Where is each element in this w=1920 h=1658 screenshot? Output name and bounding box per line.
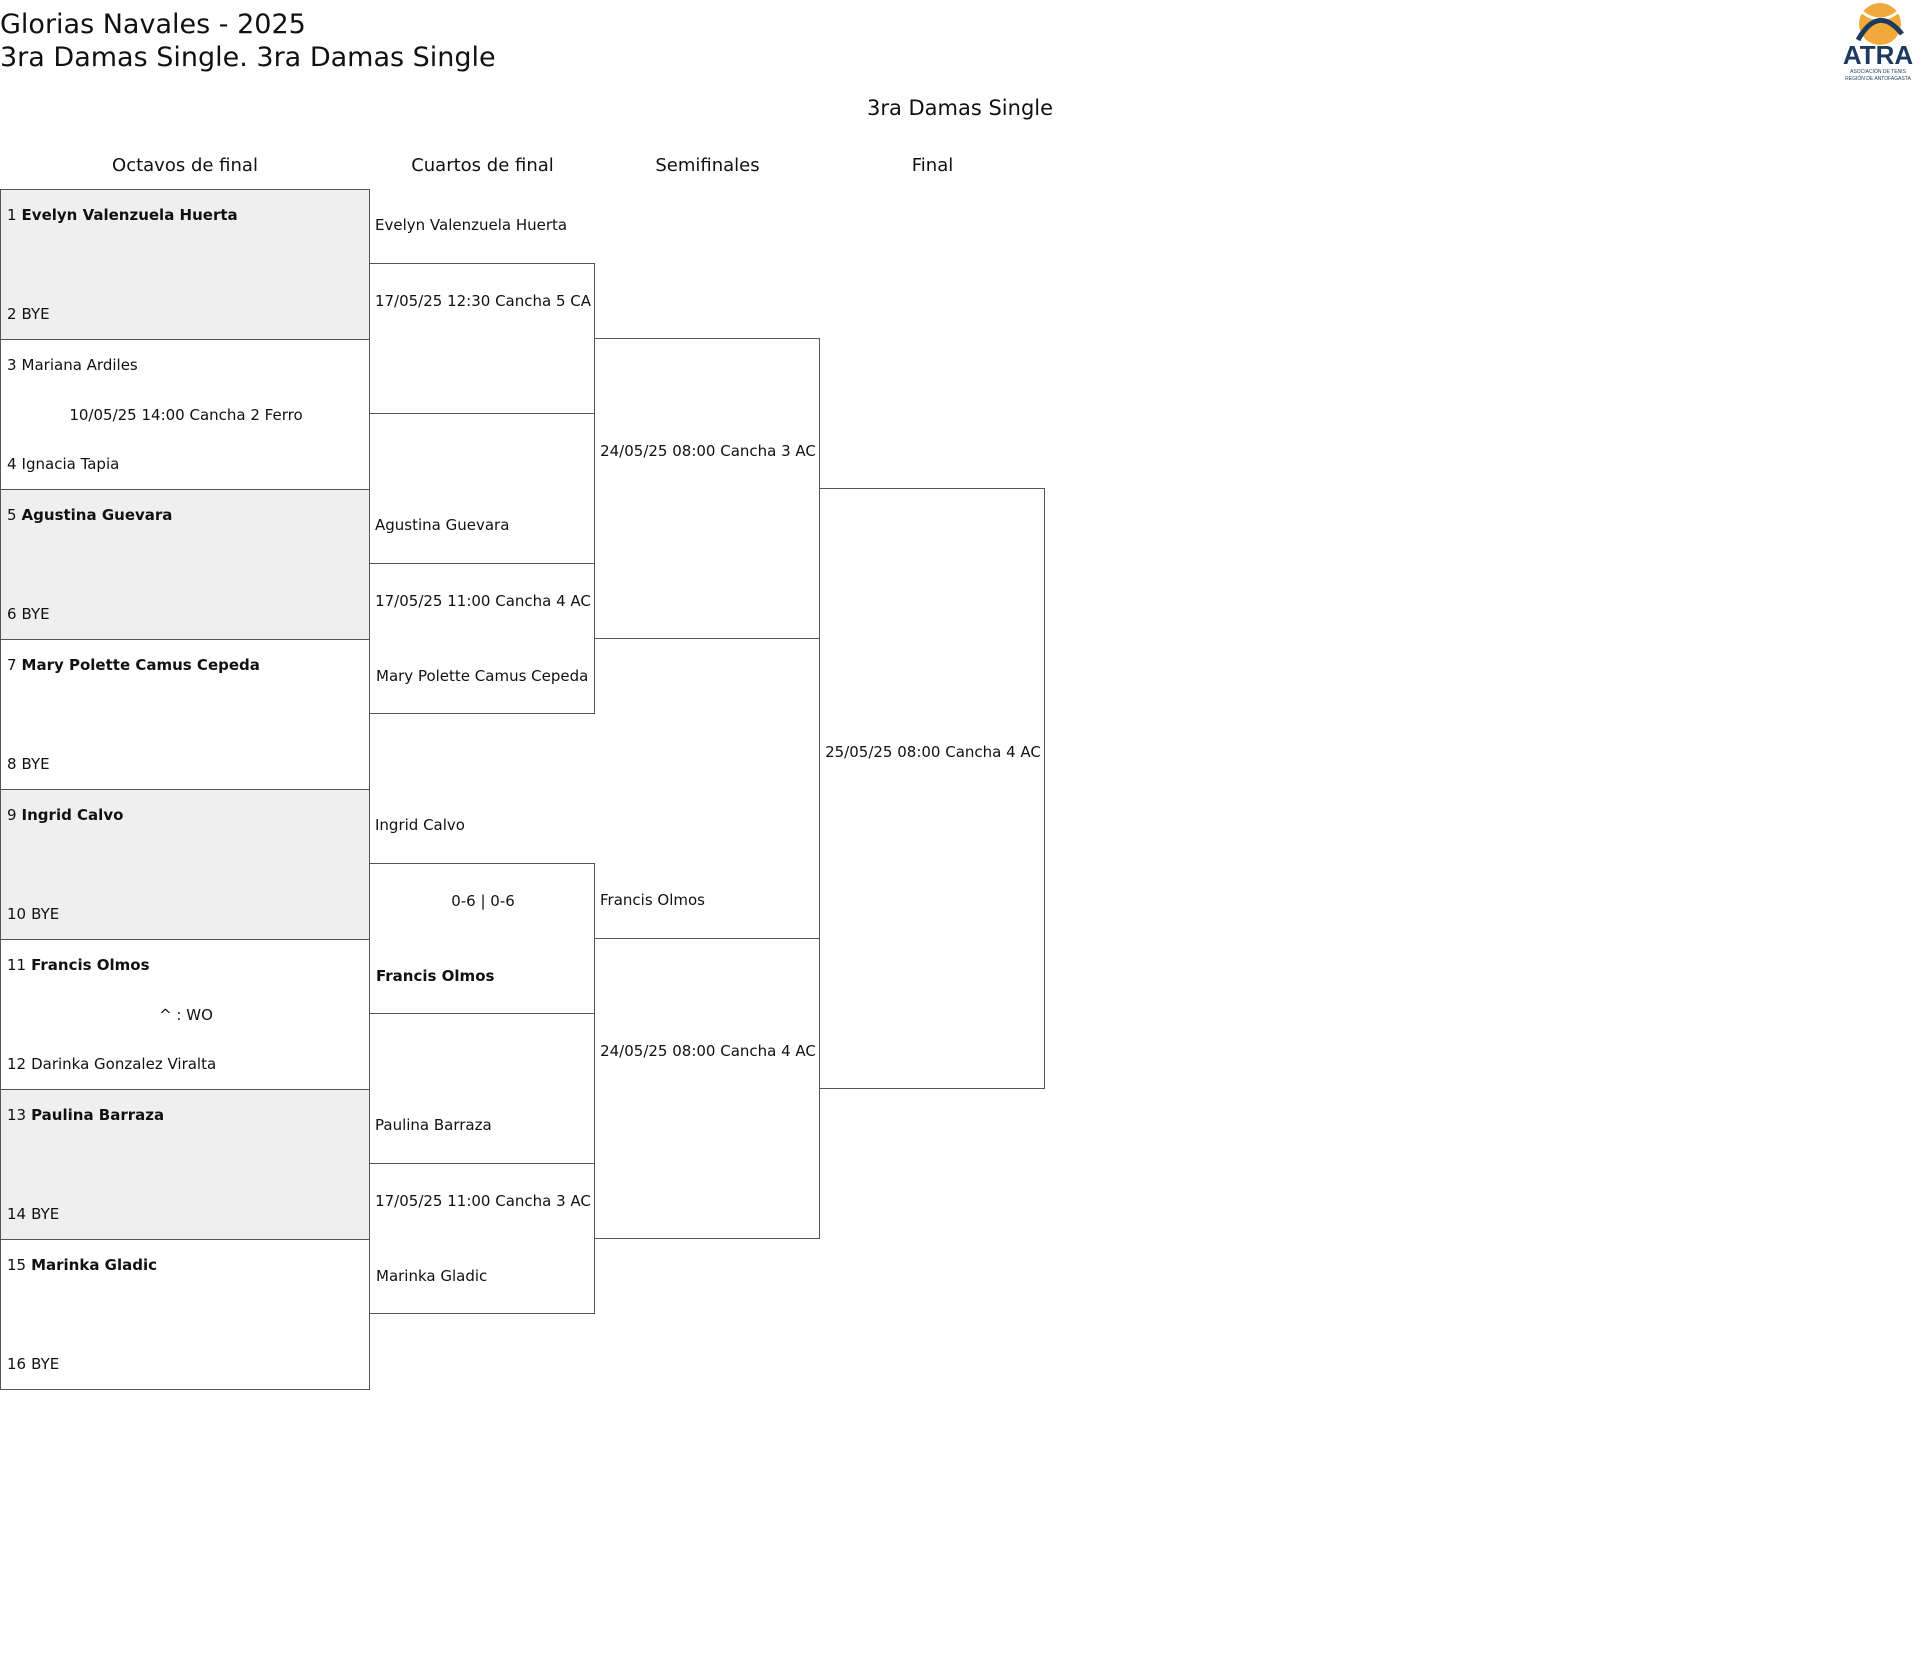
- player-name: Darinka Gonzalez Viralta: [31, 1055, 217, 1073]
- seed-number: 4: [7, 455, 17, 473]
- player-name: Paulina Barraza: [31, 1106, 165, 1124]
- qf4-match-info: 17/05/25 11:00 Cancha 3 AC: [375, 1192, 591, 1210]
- qf2-player-2[interactable]: Mary Polette Camus Cepeda: [376, 667, 589, 685]
- player-name: Ingrid Calvo: [21, 806, 124, 824]
- qf2-player-1[interactable]: Agustina Guevara: [375, 516, 510, 534]
- player-name: Mary Polette Camus Cepeda: [21, 656, 260, 674]
- round-header-cuartos: Cuartos de final: [411, 155, 554, 176]
- player-name: BYE: [31, 905, 60, 923]
- seed-number: 3: [7, 356, 17, 374]
- seed-number: 15: [7, 1256, 27, 1274]
- seed-number: 8: [7, 755, 17, 773]
- player-name: Ignacia Tapia: [21, 455, 120, 473]
- logo-text: ATRA: [1843, 40, 1914, 70]
- player-name: Evelyn Valenzuela Huerta: [21, 206, 238, 224]
- r16-m6-match-info: ^ : WO: [159, 1006, 213, 1024]
- category-title: 3ra Damas Single. 3ra Damas Single: [0, 42, 496, 73]
- seed-number: 14: [7, 1205, 27, 1223]
- qf1-player-1[interactable]: Evelyn Valenzuela Huerta: [375, 216, 568, 234]
- seed-number: 5: [7, 506, 17, 524]
- qf4-player-1[interactable]: Paulina Barraza: [375, 1116, 492, 1134]
- seed-number: 10: [7, 905, 27, 923]
- sf1-match-info: 24/05/25 08:00 Cancha 3 AC: [600, 442, 816, 460]
- qf1-match-info: 17/05/25 12:30 Cancha 5 CA: [374, 292, 592, 310]
- sf2-match-info: 24/05/25 08:00 Cancha 4 AC: [600, 1042, 816, 1060]
- qf-match-4: 17/05/25 11:00 Cancha 3 AC Marinka Gladi…: [369, 1163, 595, 1314]
- qf-match-2: 17/05/25 11:00 Cancha 4 AC Mary Polette …: [369, 563, 595, 714]
- seed-number: 16: [7, 1355, 27, 1373]
- sf-match-1: 24/05/25 08:00 Cancha 3 AC: [594, 338, 820, 639]
- tennis-ball-logo-icon: ATRA ASOCIACIÓN DE TENIS REGIÓN DE ANTOF…: [1843, 3, 1914, 82]
- seed-number: 11: [7, 956, 27, 974]
- tournament-title: Glorias Navales - 2025: [0, 9, 306, 40]
- qf4-player-2[interactable]: Marinka Gladic: [376, 1267, 488, 1285]
- seed-number: 13: [7, 1106, 27, 1124]
- r16-m2-match-info: 10/05/25 14:00 Cancha 2 Ferro: [69, 406, 303, 424]
- bracket-title: 3ra Damas Single: [866, 96, 1054, 120]
- player-name: BYE: [31, 1205, 60, 1223]
- player-name: BYE: [21, 605, 50, 623]
- player-name: Mariana Ardiles: [21, 356, 138, 374]
- seed-number: 9: [7, 806, 17, 824]
- logo-subtext-2: REGIÓN DE ANTOFAGASTA: [1845, 75, 1911, 82]
- final-match-info: 25/05/25 08:00 Cancha 4 AC: [825, 743, 1041, 761]
- qf3-player-1[interactable]: Ingrid Calvo: [375, 816, 465, 834]
- seed-number: 2: [7, 305, 17, 323]
- sf-match-2: 24/05/25 08:00 Cancha 4 AC: [594, 938, 820, 1239]
- qf-match-1: 17/05/25 12:30 Cancha 5 CA: [369, 263, 595, 414]
- seed-number: 7: [7, 656, 17, 674]
- seed-number: 12: [7, 1055, 27, 1073]
- round-header-semifinales: Semifinales: [655, 155, 760, 176]
- atra-logo: ATRA ASOCIACIÓN DE TENIS REGIÓN DE ANTOF…: [1840, 0, 1916, 84]
- player-name: BYE: [21, 755, 50, 773]
- seed-number: 6: [7, 605, 17, 623]
- qf2-match-info: 17/05/25 11:00 Cancha 4 AC: [375, 592, 591, 610]
- player-name: BYE: [31, 1355, 60, 1373]
- qf3-player-2-winner[interactable]: Francis Olmos: [376, 967, 495, 985]
- seed-number: 1: [7, 206, 17, 224]
- round-header-final: Final: [911, 155, 954, 176]
- player-name: Agustina Guevara: [21, 506, 173, 524]
- player-name: Marinka Gladic: [31, 1256, 158, 1274]
- round-header-octavos: Octavos de final: [112, 155, 258, 176]
- player-name: Francis Olmos: [31, 956, 150, 974]
- sf2-player-1[interactable]: Francis Olmos: [600, 891, 705, 909]
- final-match: 25/05/25 08:00 Cancha 4 AC: [819, 488, 1045, 1089]
- player-name: BYE: [21, 305, 50, 323]
- qf3-score: 0-6 | 0-6: [451, 892, 515, 910]
- qf-match-3: 0-6 | 0-6 Francis Olmos: [369, 863, 595, 1014]
- logo-subtext-1: ASOCIACIÓN DE TENIS: [1850, 68, 1906, 75]
